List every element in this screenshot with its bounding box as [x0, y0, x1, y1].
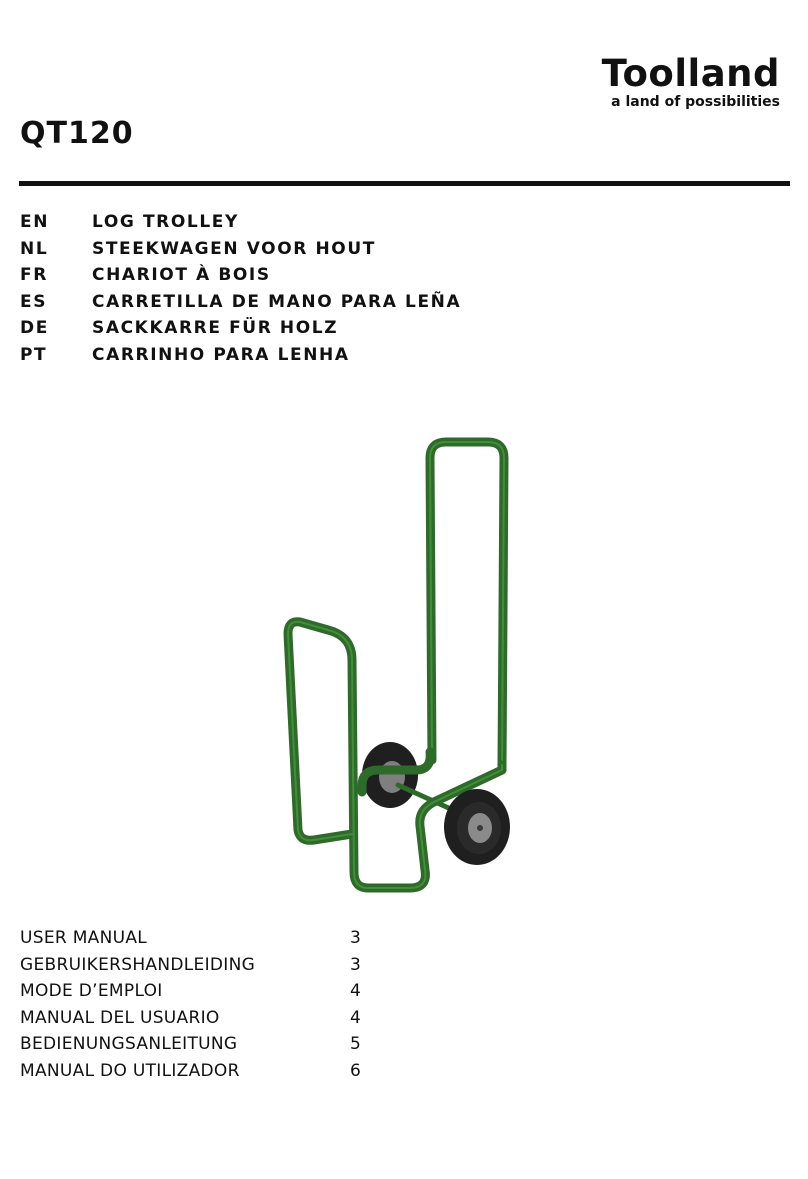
language-code: EN: [20, 212, 50, 233]
toc-page-number: 4: [350, 1007, 362, 1028]
product-title: LOG TROLLEY: [92, 212, 239, 233]
toc-entry: USER MANUAL 3: [20, 925, 370, 952]
toc-label: MANUAL DO UTILIZADOR: [20, 1060, 240, 1081]
product-title: STEEKWAGEN VOOR HOUT: [92, 238, 376, 259]
cradle-frame: [357, 747, 435, 797]
toc-label: BEDIENUNGSANLEITUNG: [20, 1034, 238, 1055]
table-of-contents: USER MANUAL 3 GEBRUIKERSHANDLEIDING 3 MO…: [20, 925, 370, 1084]
toc-page-number: 6: [350, 1060, 362, 1081]
brand-logo: Toolland a land of possibilities: [601, 52, 780, 111]
product-title-list: EN LOG TROLLEY NL STEEKWAGEN VOOR HOUT F…: [20, 209, 461, 368]
language-code: FR: [20, 265, 48, 286]
toc-label: USER MANUAL: [20, 928, 148, 949]
toc-label: MANUAL DEL USUARIO: [20, 1007, 220, 1028]
toc-entry: GEBRUIKERSHANDLEIDING 3: [20, 952, 370, 979]
toc-entry: BEDIENUNGSANLEITUNG 5: [20, 1031, 370, 1058]
header-divider: [19, 181, 790, 186]
toc-page-number: 3: [350, 954, 362, 975]
brand-tagline: a land of possibilities: [611, 94, 780, 110]
log-trolley-image: [283, 437, 510, 893]
toc-page-number: 3: [350, 928, 362, 949]
product-title: CARRETILLA DE MANO PARA LEÑA: [92, 291, 462, 312]
title-row: EN LOG TROLLEY: [20, 209, 461, 236]
product-title: CHARIOT À BOIS: [92, 265, 271, 286]
toc-entry: MANUAL DEL USUARIO 4: [20, 1005, 370, 1032]
toc-entry: MODE D’EMPLOI 4: [20, 978, 370, 1005]
toc-label: GEBRUIKERSHANDLEIDING: [20, 954, 256, 975]
brand-name: Toolland: [601, 52, 780, 95]
language-code: DE: [20, 318, 49, 339]
front-wheel: [444, 789, 510, 865]
title-row: NL STEEKWAGEN VOOR HOUT: [20, 236, 461, 263]
handle-frame: [425, 437, 509, 770]
product-title: SACKKARRE FÜR HOLZ: [92, 318, 339, 339]
toc-page-number: 4: [350, 981, 362, 1002]
title-row: DE SACKKARRE FÜR HOLZ: [20, 315, 461, 342]
model-number: QT120: [20, 116, 134, 151]
language-code: ES: [20, 291, 48, 312]
toc-entry: MANUAL DO UTILIZADOR 6: [20, 1058, 370, 1085]
title-row: ES CARRETILLA DE MANO PARA LEÑA: [20, 289, 461, 316]
toc-page-number: 5: [350, 1034, 362, 1055]
language-code: PT: [20, 344, 48, 365]
product-title: CARRINHO PARA LENHA: [92, 344, 350, 365]
language-code: NL: [20, 238, 49, 259]
toc-label: MODE D’EMPLOI: [20, 981, 163, 1002]
title-row: FR CHARIOT À BOIS: [20, 262, 461, 289]
title-row: PT CARRINHO PARA LENHA: [20, 342, 461, 369]
